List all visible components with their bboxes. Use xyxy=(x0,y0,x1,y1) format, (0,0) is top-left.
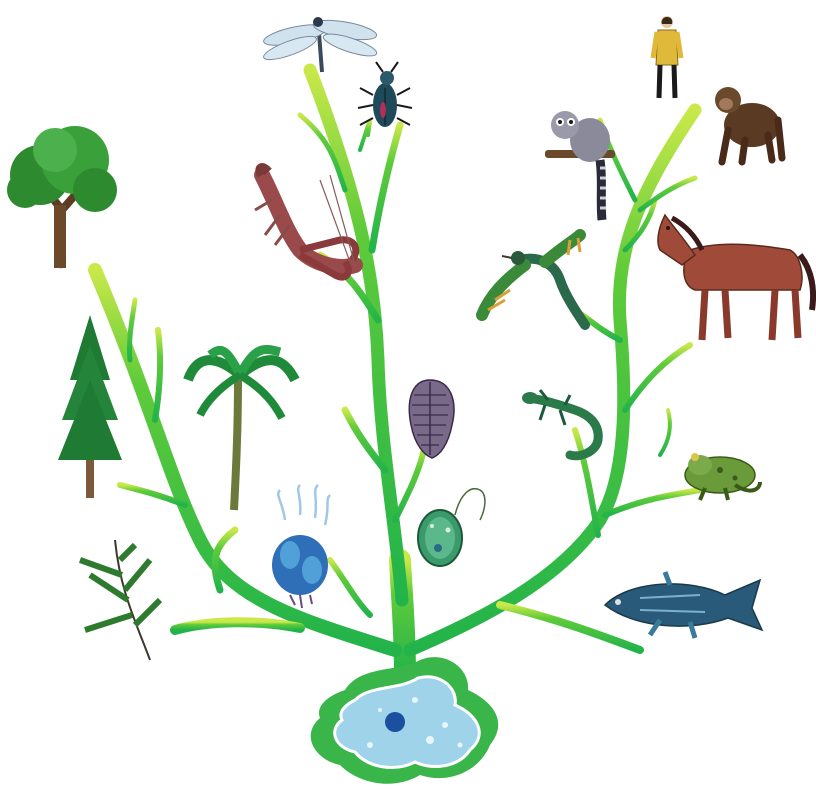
center-branch xyxy=(310,70,402,600)
protozoan-icon xyxy=(418,489,485,566)
beetle-icon xyxy=(358,62,412,127)
bird-icon xyxy=(482,235,585,325)
algae-icon xyxy=(272,485,330,608)
left-sub-branch-4 xyxy=(155,330,160,420)
center-sub-branch-4 xyxy=(372,125,400,250)
fern-icon xyxy=(80,540,160,660)
center-sub-branch-6 xyxy=(330,560,370,615)
broadleaf-tree-icon xyxy=(7,126,117,268)
left-sub-branch-1 xyxy=(175,622,300,630)
trilobite-icon xyxy=(409,380,454,458)
right-branch xyxy=(410,110,695,650)
fish-icon xyxy=(605,572,762,638)
lizard-icon xyxy=(522,390,598,456)
horse-icon xyxy=(658,215,813,340)
amoeba-cell-icon xyxy=(311,657,499,784)
chimpanzee-icon xyxy=(715,87,782,162)
human-icon xyxy=(653,16,681,98)
lemur-icon xyxy=(545,111,615,220)
right-sub-branch-4 xyxy=(625,345,690,410)
right-sub-branch-2 xyxy=(605,490,700,515)
dragonfly-icon xyxy=(261,17,378,72)
palm-tree-icon xyxy=(188,350,295,510)
conifer-tree-icon xyxy=(58,315,122,498)
center-sub-branch-2 xyxy=(395,445,425,520)
right-sub-branch-9 xyxy=(660,410,670,455)
